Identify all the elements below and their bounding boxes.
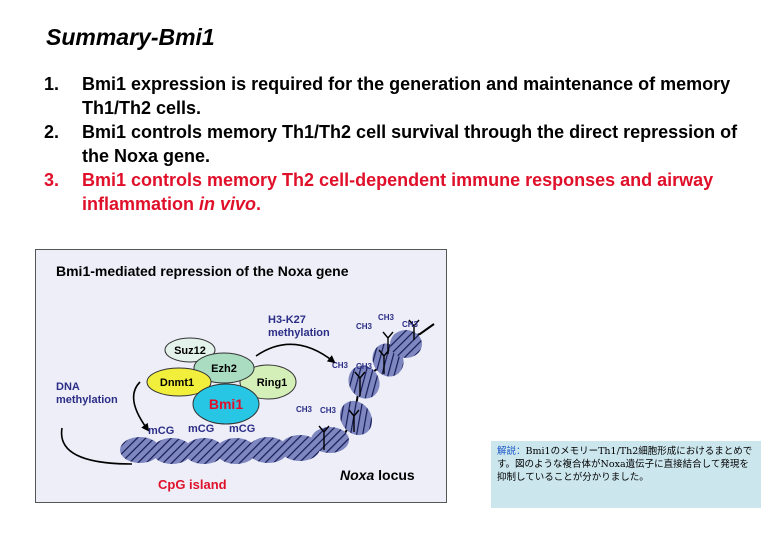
dna-methylation-curve [60, 427, 133, 465]
nucleosome [311, 427, 349, 453]
ch3-label: CH3 [356, 362, 373, 371]
mcg-label: mCG [188, 423, 214, 435]
nucleosome [248, 437, 288, 463]
point-number: 3. [44, 170, 60, 190]
note-label: 解説： [497, 446, 526, 457]
nucleosome [120, 437, 160, 463]
ch3-label: CH3 [332, 361, 349, 370]
ch3-label: CH3 [402, 320, 419, 329]
h3k27-label: methylation [268, 327, 330, 339]
ch3-marks [318, 319, 420, 450]
ch3-label: CH3 [356, 322, 373, 331]
slide-title: Summary-Bmi1 [46, 24, 215, 50]
suz12-protein [164, 337, 216, 363]
nucleosome [152, 438, 192, 464]
point-number: 1. [44, 74, 60, 94]
dnmt1-protein [146, 367, 212, 397]
point-text: Bmi1 expression is required for the gene… [82, 74, 731, 118]
dnmt1-arrow [132, 381, 150, 432]
note-text: Bmi1のメモリーTh1/Th2細胞形成におけるまとめです。図のような複合体がN… [497, 446, 753, 483]
diagram-title: Bmi1-mediated repression of the Noxa gen… [56, 263, 349, 279]
summary-list: 1. Bmi1 expression is required for the g… [44, 72, 744, 216]
dna-methylation-label: DNA [56, 381, 80, 393]
cpg-island-label: CpG island [158, 477, 227, 492]
point-text: Bmi1 controls memory Th2 cell-dependent … [82, 170, 714, 214]
locus-italic: Noxa [340, 467, 374, 483]
summary-point-1: 1. Bmi1 expression is required for the g… [44, 72, 744, 120]
nucleosome [339, 400, 373, 436]
h3k27-arrow [255, 343, 336, 364]
point-number: 2. [44, 122, 60, 142]
point-text: Bmi1 controls memory Th1/Th2 cell surviv… [82, 122, 738, 166]
point-text-end: . [256, 194, 262, 214]
noxa-repression-diagram: CH3 CH3 CH3 CH3 CH3 CH3 CH3 Suz12 Ezh2 D… [56, 313, 435, 492]
diagram-panel: Bmi1-mediated repression of the Noxa gen… [35, 249, 447, 503]
summary-point-2: 2. Bmi1 controls memory Th1/Th2 cell sur… [44, 120, 744, 168]
suz12-label: Suz12 [174, 345, 206, 357]
nucleosome [184, 438, 224, 464]
ch3-label: CH3 [296, 405, 313, 414]
ring1-label: Ring1 [257, 377, 288, 389]
ch3-label: CH3 [320, 406, 337, 415]
dnmt1-label: Dnmt1 [160, 377, 194, 389]
mcg-label: mCG [229, 423, 255, 435]
summary-point-3: 3. Bmi1 controls memory Th2 cell-depende… [44, 168, 744, 216]
nucleosome [216, 438, 256, 464]
ring1-protein [239, 364, 297, 400]
noxa-locus-label: Noxa locus [340, 467, 415, 483]
dna-methylation-label: methylation [56, 394, 118, 406]
bmi1-protein [192, 383, 260, 425]
ezh2-label: Ezh2 [211, 363, 237, 375]
nucleosome [390, 330, 422, 358]
nucleosome [280, 435, 320, 461]
ezh2-protein [193, 352, 255, 384]
explanation-note: 解説：Bmi1のメモリーTh1/Th2細胞形成におけるまとめです。図のような複合… [491, 441, 761, 508]
point-text-italic: in vivo [199, 194, 257, 214]
prc-complex [146, 337, 297, 425]
mcg-label: mCG [148, 425, 174, 437]
h3k27-label: H3-K27 [268, 314, 306, 326]
bmi1-label: Bmi1 [209, 396, 243, 412]
ch3-label: CH3 [378, 313, 395, 322]
locus-rest: locus [374, 467, 415, 483]
